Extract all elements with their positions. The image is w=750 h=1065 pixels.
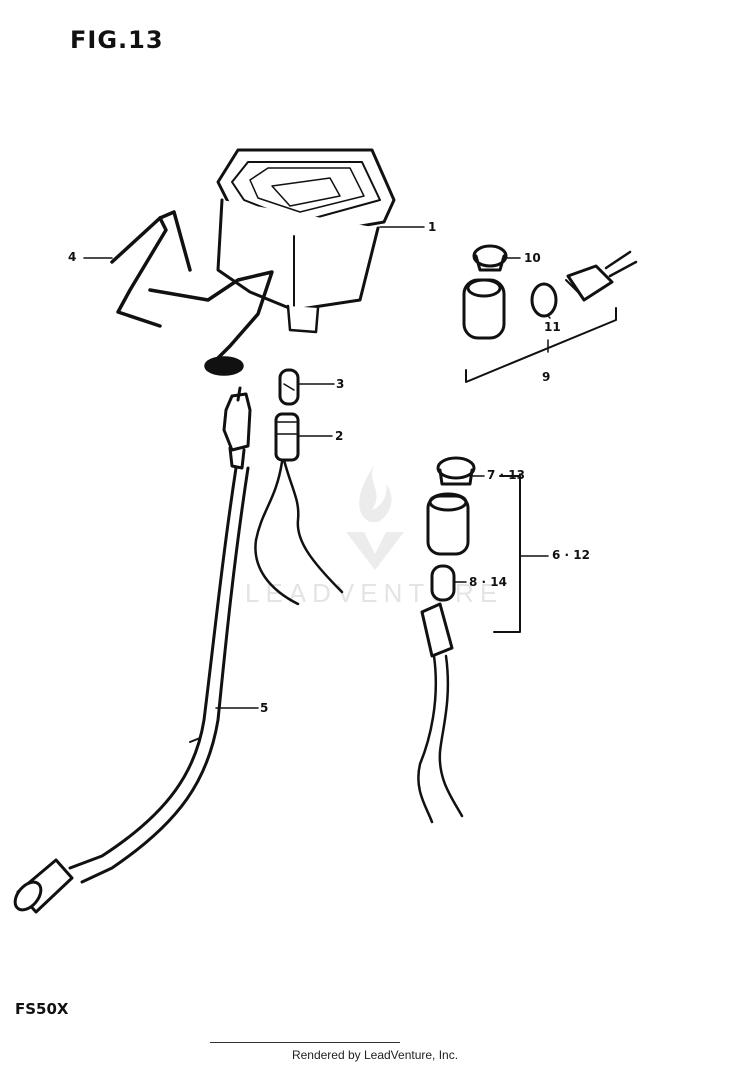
leader-lines [83,226,551,709]
indicator-lamp-set [462,244,638,383]
callout-6-12: 6 · 12 [552,548,590,562]
mounting-bracket [110,210,274,376]
callout-10: 10 [524,251,541,265]
speedometer-cable [13,386,252,914]
footer-text: Rendered by LeadVenture, Inc. [291,1048,459,1062]
callout-5: 5 [260,701,269,715]
leadventure-logo-watermark [346,464,404,570]
speedometer-assembly [216,148,396,334]
footer-credit: Rendered by LeadVenture, Inc. [0,1048,750,1062]
callout-4: 4 [68,250,77,264]
bulb-and-socket [254,368,344,606]
footer-divider [210,1042,400,1043]
callout-11: 11 [544,320,561,334]
callout-9: 9 [542,370,551,384]
callout-3: 3 [336,377,345,391]
callout-7-13: 7 · 13 [487,468,525,482]
figure-title: FIG.13 [70,26,164,54]
lamp-assembly [417,456,521,824]
callout-2: 2 [335,429,344,443]
model-code: FS50X [15,1000,69,1018]
callout-8-14: 8 · 14 [469,575,507,589]
callout-1: 1 [428,220,437,234]
